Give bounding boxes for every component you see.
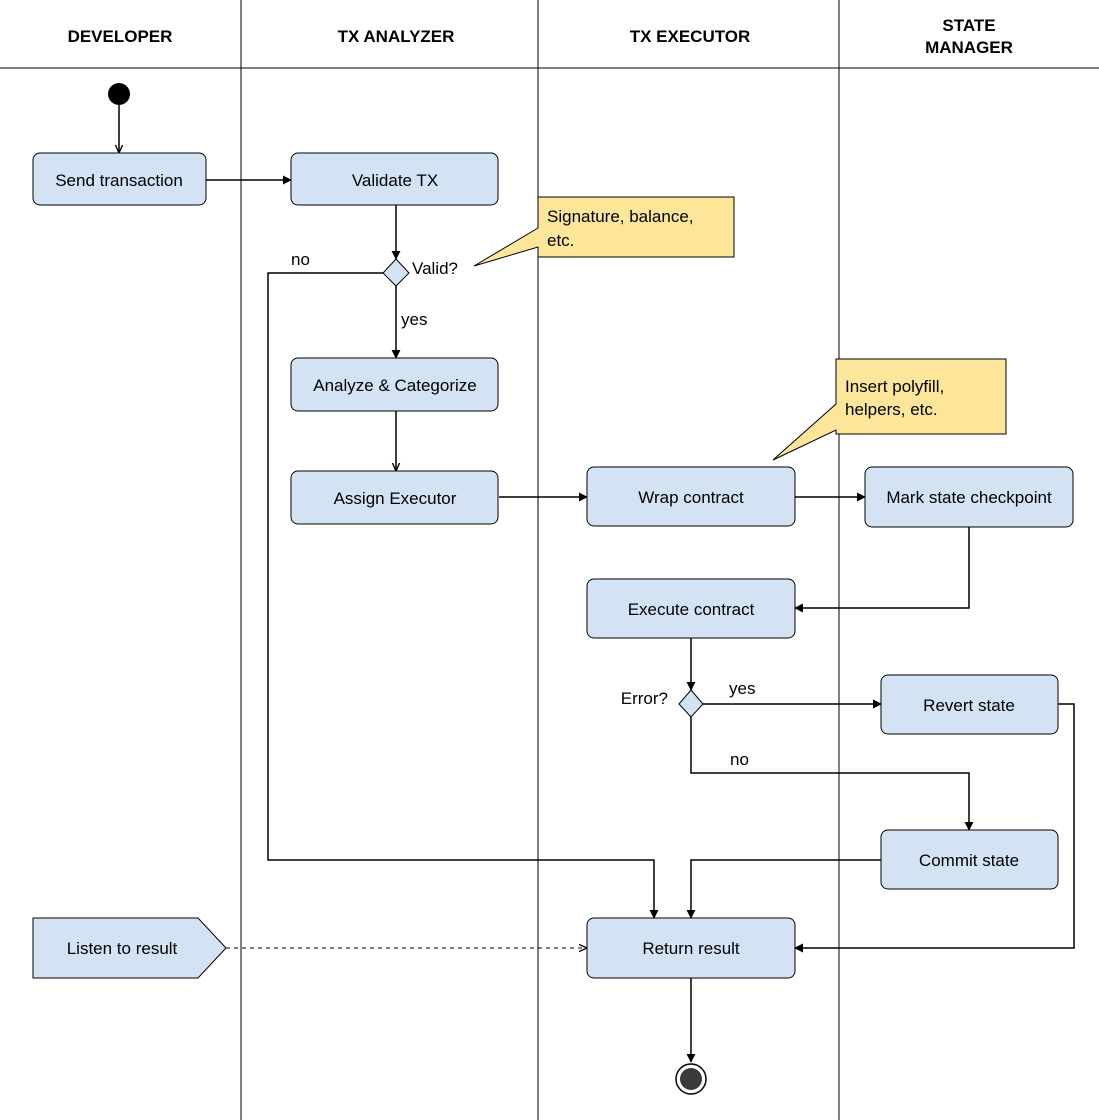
- node-analyze-categorize: Analyze & Categorize: [290, 357, 499, 412]
- lane-title-state-manager-line1: STATE: [942, 16, 995, 35]
- decision-error: Error?: [621, 689, 704, 718]
- node-wrap-contract: Wrap contract: [586, 466, 796, 527]
- note-line-1: Insert polyfill,: [845, 377, 944, 396]
- edge-label-error-yes: yes: [729, 679, 755, 698]
- start-node: [108, 83, 130, 105]
- node-label: Listen to result: [67, 939, 178, 958]
- node-label: Send transaction: [55, 171, 183, 190]
- node-revert-state: Revert state: [880, 674, 1059, 735]
- edge-label-error-no: no: [730, 750, 749, 769]
- decision-label: Valid?: [412, 259, 458, 278]
- node-send-transaction: Send transaction: [32, 152, 207, 206]
- note-line-2: helpers, etc.: [845, 400, 938, 419]
- edge-checkpoint-to-execute: [794, 527, 970, 613]
- note-line-1: Signature, balance,: [547, 207, 694, 226]
- node-validate-tx: Validate TX: [290, 152, 499, 206]
- node-label: Assign Executor: [334, 489, 457, 508]
- edge-error-no: [690, 717, 974, 831]
- decision-label: Error?: [621, 689, 668, 708]
- note-line-2: etc.: [547, 231, 574, 250]
- node-execute-contract: Execute contract: [586, 578, 796, 639]
- node-listen-to-result: Listen to result: [32, 917, 227, 979]
- node-label: Execute contract: [628, 600, 755, 619]
- lane-title-state-manager-line2: MANAGER: [925, 38, 1013, 57]
- note-insert-polyfill: Insert polyfill, helpers, etc.: [772, 358, 1007, 461]
- node-label: Wrap contract: [638, 488, 744, 507]
- lane-title-developer: DEVELOPER: [68, 27, 173, 46]
- lane-title-tx-analyzer: TX ANALYZER: [338, 27, 455, 46]
- node-assign-executor: Assign Executor: [290, 470, 499, 525]
- node-label: Analyze & Categorize: [313, 376, 476, 395]
- edges: [119, 104, 1075, 1063]
- edge-label-valid-no: no: [291, 250, 310, 269]
- node-label: Mark state checkpoint: [886, 488, 1052, 507]
- node-label: Commit state: [919, 851, 1019, 870]
- node-label: Return result: [642, 939, 740, 958]
- edge-valid-no: [267, 272, 659, 919]
- note-signature-balance: Signature, balance, etc.: [473, 196, 735, 267]
- node-return-result: Return result: [586, 917, 796, 979]
- edge-revert-to-return: [794, 703, 1075, 953]
- node-label: Validate TX: [352, 171, 438, 190]
- edge-label-valid-yes: yes: [401, 310, 427, 329]
- end-node-core: [680, 1068, 702, 1090]
- node-mark-state-checkpoint: Mark state checkpoint: [864, 466, 1074, 528]
- node-label: Revert state: [923, 696, 1015, 715]
- node-commit-state: Commit state: [880, 829, 1059, 890]
- lane-title-tx-executor: TX EXECUTOR: [630, 27, 751, 46]
- decision-valid: Valid?: [382, 258, 458, 287]
- edge-commit-to-return: [686, 859, 881, 919]
- end-node: [675, 1063, 707, 1095]
